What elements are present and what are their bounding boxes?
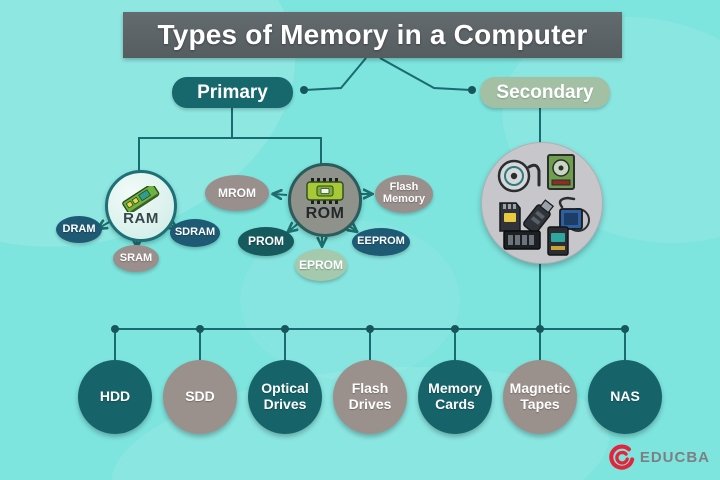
usb-drive-icon [523,199,555,234]
title-banner: Types of Memory in a Computer [123,12,622,58]
dram-label: DRAM [62,222,96,235]
sdd-label: SDD [185,388,215,405]
primary-label: Primary [197,81,268,103]
node-secondary: Secondary [480,77,610,108]
memory-cards-label: Memory Cards [428,380,482,412]
hdd-label: HDD [99,388,131,405]
rom-chip-icon [306,178,344,204]
node-primary: Primary [172,77,293,108]
disk-platter-icon [497,159,541,193]
brand-logo: EDUCBA [609,444,710,470]
mrom-label: MROM [218,185,256,200]
optical-drives-label: Optical Drives [261,380,309,412]
flash-drives-label: Flash Drives [348,380,392,412]
node-flash-memory: Flash Memory [375,175,433,213]
secondary-label: Secondary [496,81,594,103]
node-ram: RAM [105,170,177,242]
secondary-devices-cluster [481,142,603,264]
ssd-icon [547,226,569,256]
sdram-label: SDRAM [174,226,216,239]
sram-label: SRAM [119,251,153,264]
node-sdd: SDD [163,360,237,434]
educba-logo-icon [609,444,635,470]
node-hdd: HDD [78,360,152,434]
node-sdram: SDRAM [170,219,220,247]
eprom-label: EPROM [298,257,343,272]
ram-label: RAM [123,209,159,227]
node-eeprom: EEPROM [352,228,410,256]
eeprom-label: EEPROM [357,235,405,248]
node-memory-cards: Memory Cards [418,360,492,434]
ram-stick-icon [122,185,160,212]
sd-card-icon [499,202,521,232]
node-flash-drives: Flash Drives [333,360,407,434]
storage-devices-collage [497,154,590,256]
rom-label: ROM [305,205,345,222]
node-nas: NAS [588,360,662,434]
hdd-board-icon [547,154,575,190]
magnetic-tapes-label: Magnetic Tapes [509,380,571,412]
node-magnetic-tapes: Magnetic Tapes [503,360,577,434]
node-rom: ROM [288,163,362,237]
page-title: Types of Memory in a Computer [157,19,588,50]
memory-cartridge-icon [503,230,541,250]
brand-name: EDUCBA [639,448,710,466]
prom-label: PROM [248,234,284,249]
flash-memory-label: Flash Memory [382,181,426,205]
nas-label: NAS [610,388,640,405]
node-optical-drives: Optical Drives [248,360,322,434]
node-dram: DRAM [56,216,102,243]
node-sram: SRAM [113,245,159,272]
node-eprom: EPROM [295,249,347,281]
node-mrom: MROM [205,175,269,211]
external-drive-icon [558,196,590,232]
node-prom: PROM [238,227,294,256]
